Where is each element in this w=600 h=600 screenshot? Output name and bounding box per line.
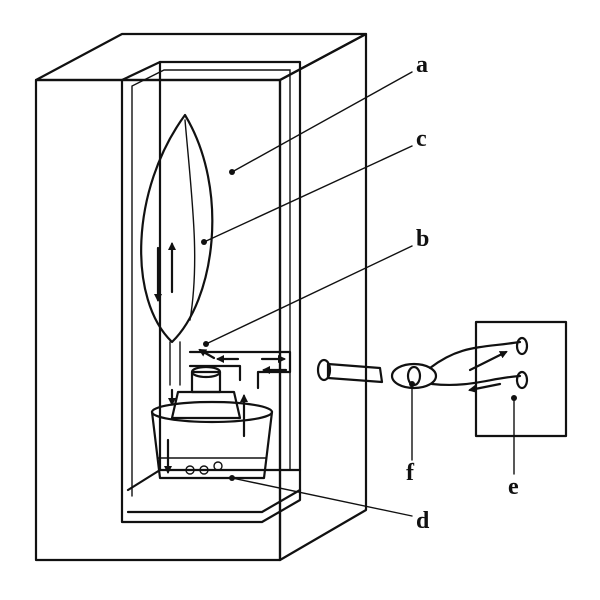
leader-lines [201,71,517,517]
balloon [140,113,214,386]
label-a: a [416,52,428,78]
wall-panel [474,320,568,438]
air-tubing [188,348,292,390]
hose-assembly [316,336,529,393]
cabinet [34,32,368,562]
label-c: c [416,126,427,152]
pump-assembly [150,365,274,480]
label-b: b [416,226,429,252]
label-f: f [406,460,415,486]
label-d: d [416,508,430,534]
label-e: e [508,474,519,500]
